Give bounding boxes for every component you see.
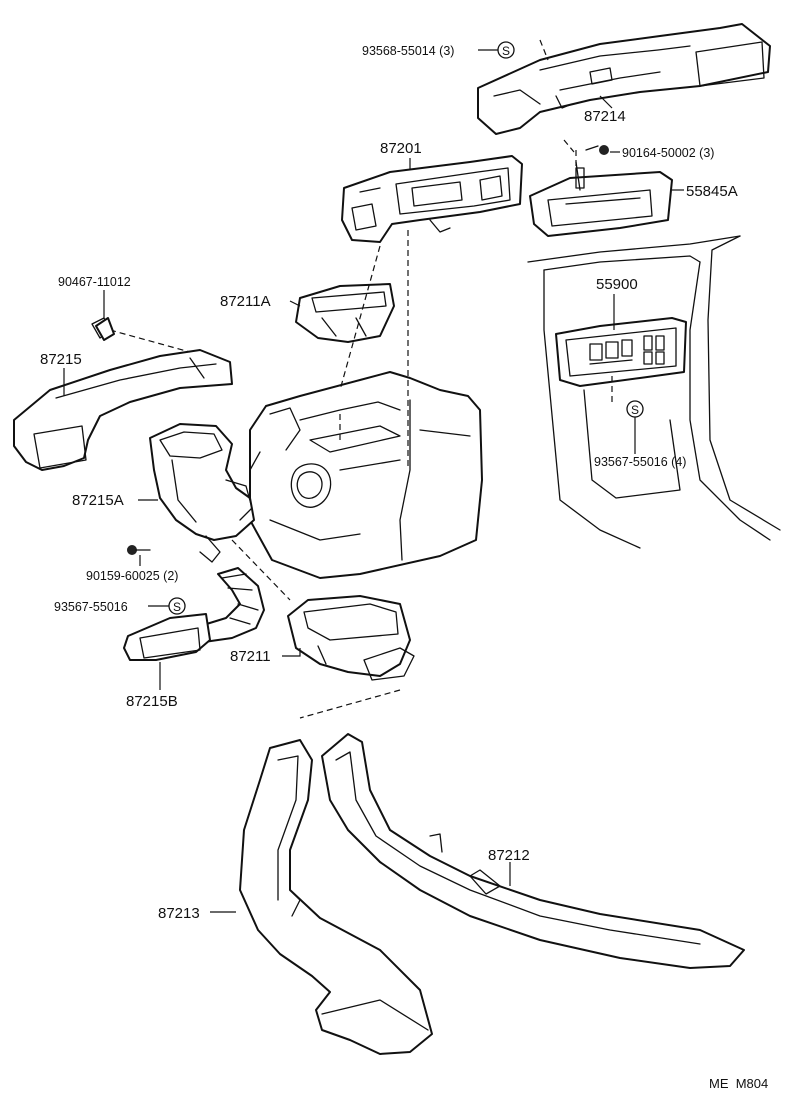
part-87211-duct: [287, 595, 415, 681]
clip-90467: [95, 317, 115, 341]
console-outline: [527, 235, 781, 549]
label-87215A: 87215A: [72, 492, 124, 509]
label-87211: 87211: [230, 648, 271, 665]
connection-lines: [109, 39, 613, 719]
part-87212-duct: [321, 733, 745, 969]
bolt-90159: [127, 545, 151, 555]
label-93568-55014: 93568-55014 (3): [362, 44, 454, 58]
part-87214-duct: [477, 23, 771, 135]
svg-text:S: S: [502, 44, 510, 58]
label-87213: 87213: [158, 905, 200, 922]
svg-text:S: S: [631, 403, 639, 417]
part-87211A-duct: [295, 283, 395, 343]
diagram-code: ME M804: [709, 1076, 768, 1091]
svg-text:S: S: [173, 600, 181, 614]
label-90467-11012: 90467-11012: [58, 275, 131, 289]
label-87215B: 87215B: [126, 693, 178, 710]
heater-unit: [249, 371, 483, 579]
part-55900-control-panel: [555, 317, 687, 387]
label-87201: 87201: [380, 140, 422, 157]
part-87213-duct: [239, 739, 433, 1055]
part-87215A-duct: [149, 423, 255, 563]
label-55845A: 55845A: [686, 183, 738, 200]
label-55900: 55900: [596, 276, 638, 293]
screw-symbol-93567-panel: S: [626, 400, 644, 418]
part-87215-duct: [13, 317, 233, 471]
leader-lines: [63, 49, 684, 913]
label-87211A: 87211A: [220, 293, 271, 310]
part-labels: 93568-55014 (3) 87214 87201 90164-50002 …: [40, 44, 768, 1091]
part-55845A-register: [529, 161, 673, 237]
part-87215B-hose: [123, 567, 265, 661]
screw-90164: [585, 145, 609, 155]
label-87214: 87214: [584, 108, 626, 125]
label-87215: 87215: [40, 351, 82, 368]
label-87212: 87212: [488, 847, 530, 864]
label-93567-55016: 93567-55016: [54, 600, 128, 614]
screw-symbol-93567-hose: S: [168, 597, 186, 615]
label-90164-50002: 90164-50002 (3): [622, 146, 714, 160]
label-93567-55016-4: 93567-55016 (4): [594, 455, 686, 469]
label-90159-60025: 90159-60025 (2): [86, 569, 178, 583]
part-87201-register: [341, 155, 523, 243]
screw-symbol-93568: S: [497, 41, 515, 59]
